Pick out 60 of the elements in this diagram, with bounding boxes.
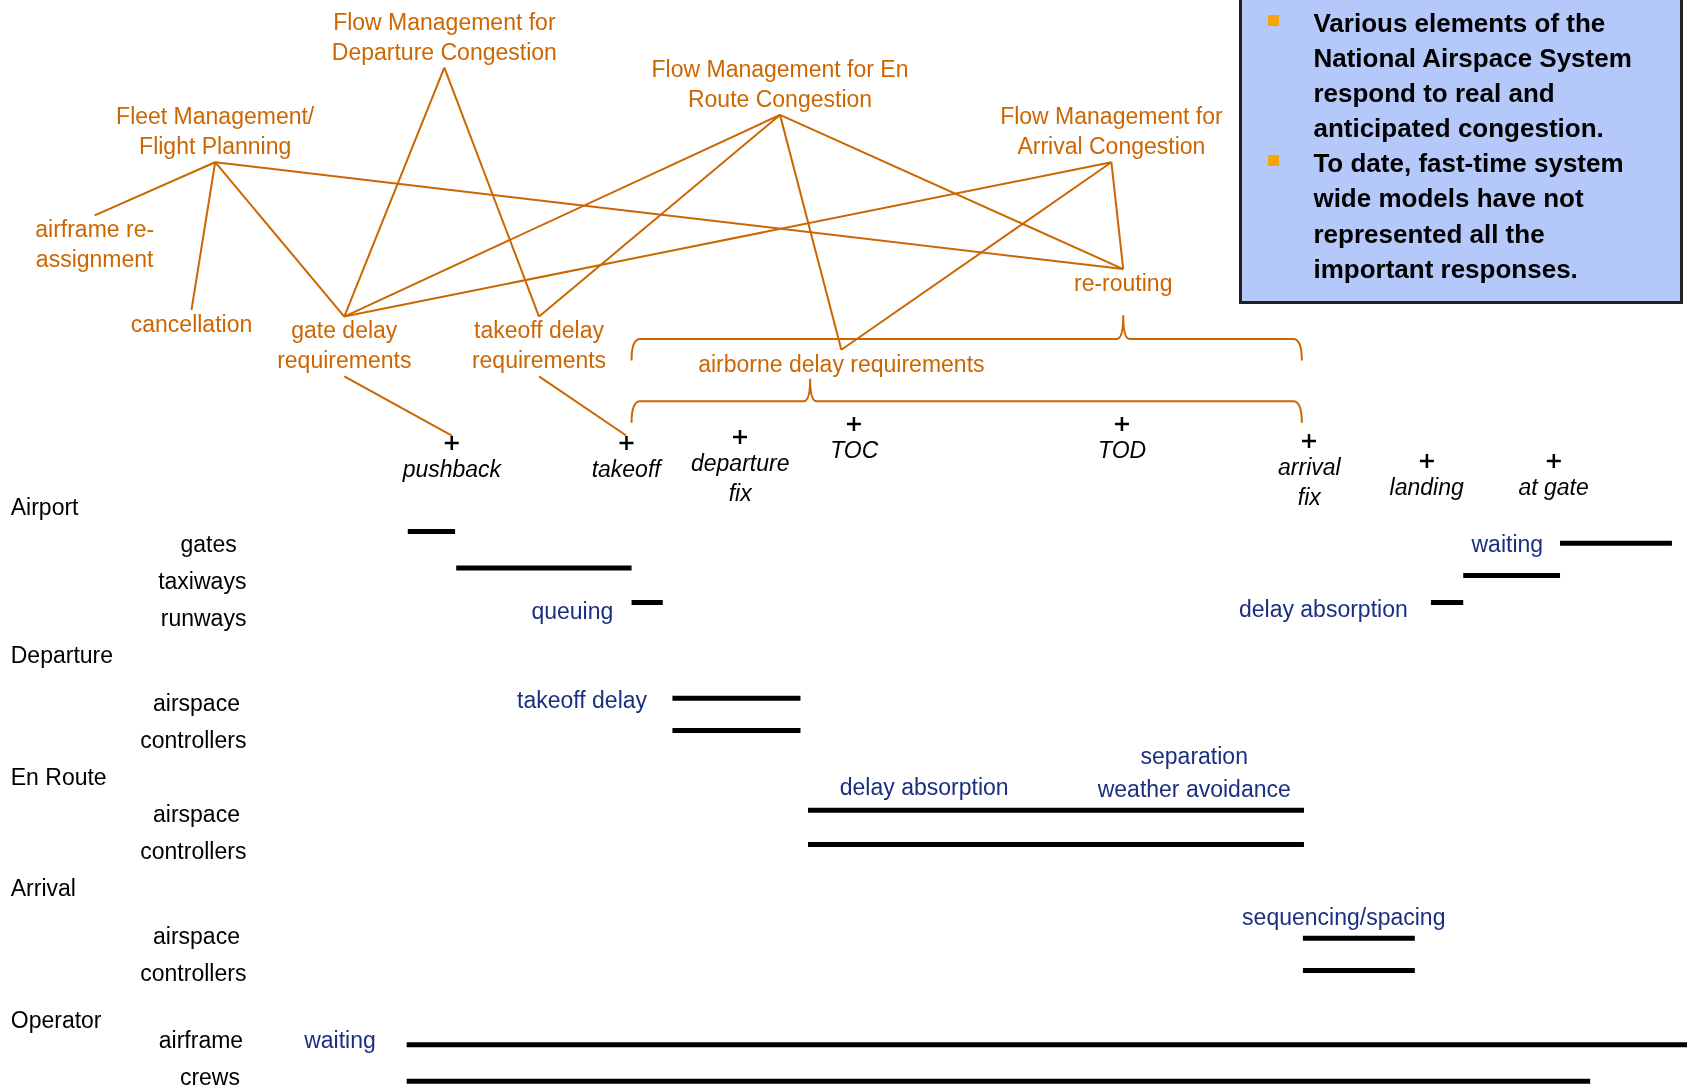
flow-label: cancellation: [130, 309, 253, 340]
connector-line: [343, 375, 453, 437]
activity-label: separation: [1140, 742, 1248, 772]
flow-label: re-routing: [1074, 269, 1173, 299]
row-label: controllers: [140, 959, 247, 987]
connector-line: [538, 113, 781, 318]
row-label: airspace: [153, 922, 240, 950]
connector-line: [443, 66, 540, 318]
connector-line: [1110, 161, 1125, 271]
connector-line: [840, 161, 1113, 351]
row-label: airframe: [158, 1026, 244, 1054]
connector-line: [214, 161, 346, 318]
connector-line: [343, 161, 1113, 318]
activity-label: waiting: [304, 1026, 376, 1056]
milestone-marker: TOD: [1098, 416, 1147, 467]
flow-label: Flow Management for Departure Congestion: [311, 7, 577, 68]
connector-line: [538, 375, 628, 437]
connector-line: [343, 66, 446, 318]
flow-label: gate delay requirements: [261, 316, 427, 377]
bullet-text: Various elements of the National Airspace System respond to real and anticipated congestion.: [1313, 7, 1633, 146]
row-label: airspace: [153, 800, 240, 828]
connector-line: [779, 113, 843, 351]
activity-label: takeoff delay: [517, 686, 648, 716]
activity-label: queuing: [531, 597, 614, 627]
milestone-marker: at gate: [1518, 452, 1589, 503]
row-label: taxiways: [158, 567, 247, 595]
flow-label: takeoff delay requirements: [456, 316, 622, 377]
row-label: airspace: [153, 689, 240, 717]
row-label: Arrival: [10, 874, 76, 902]
activity-label: weather avoidance: [1097, 774, 1291, 804]
connector-line: [214, 161, 1125, 271]
connector-line: [93, 161, 217, 217]
activity-label: sequencing/spacing: [1242, 902, 1446, 932]
row-label: gates: [180, 530, 237, 558]
row-label: En Route: [10, 763, 107, 791]
activity-label: waiting: [1471, 530, 1544, 560]
milestone-marker: departure fix: [690, 429, 791, 509]
milestone-marker: arrival fix: [1269, 433, 1350, 514]
milestone-marker: takeoff: [591, 435, 661, 486]
milestone-marker: pushback: [402, 435, 502, 486]
row-label: controllers: [140, 726, 247, 754]
row-label: Airport: [10, 493, 79, 521]
row-label: crews: [179, 1063, 240, 1089]
flow-label: Flow Management for En Route Congestion: [647, 55, 913, 115]
milestone-marker: TOC: [830, 416, 879, 467]
flow-label: airframe re-assignment: [7, 215, 183, 276]
connector-line: [343, 113, 781, 318]
activity-label: delay absorption: [1238, 595, 1408, 625]
connector-line: [190, 161, 217, 311]
bullet-text: To date, fast-time system wide models have not represented all the important responses.: [1313, 147, 1625, 286]
row-label: Departure: [10, 641, 114, 669]
activity-label: delay absorption: [839, 772, 1009, 802]
flow-label: Flow Management for Arrival Congestion: [986, 102, 1237, 163]
flow-label: Fleet Management/ Flight Planning: [102, 102, 328, 163]
milestone-marker: landing: [1389, 452, 1464, 503]
row-label: controllers: [140, 837, 247, 865]
row-label: runways: [160, 604, 247, 632]
flow-label: airborne delay requirements: [698, 349, 985, 380]
row-label: Operator: [10, 1006, 102, 1034]
connector-line: [779, 113, 1125, 271]
